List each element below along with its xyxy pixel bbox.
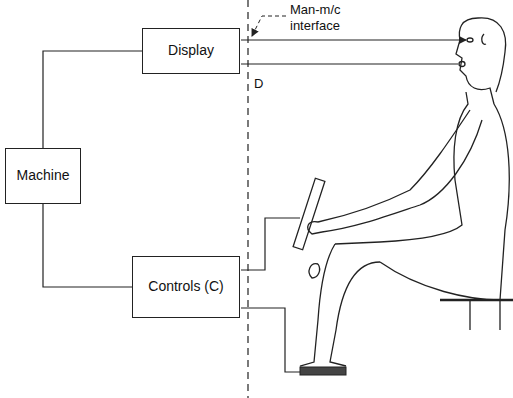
- signal-line: [241, 63, 458, 64]
- interface-line: [247, 0, 248, 398]
- identifier-label: D: [254, 76, 263, 92]
- leader-line: [252, 16, 286, 36]
- control-line: [241, 308, 300, 372]
- connector-line: [43, 51, 142, 148]
- signal-line: [241, 39, 466, 40]
- process-box: Machine: [5, 148, 81, 204]
- box-label: Display: [168, 42, 214, 60]
- connector-line: [43, 204, 132, 287]
- box-label: Controls (C): [148, 278, 223, 296]
- foot-pedal: [300, 367, 346, 375]
- box-label: Machine: [17, 167, 70, 185]
- process-box: Display: [142, 28, 240, 74]
- process-box: Controls (C): [132, 256, 240, 318]
- callout-label: Man-m/c interface: [290, 2, 380, 33]
- operator-figure: [293, 18, 513, 366]
- control-line: [241, 218, 300, 270]
